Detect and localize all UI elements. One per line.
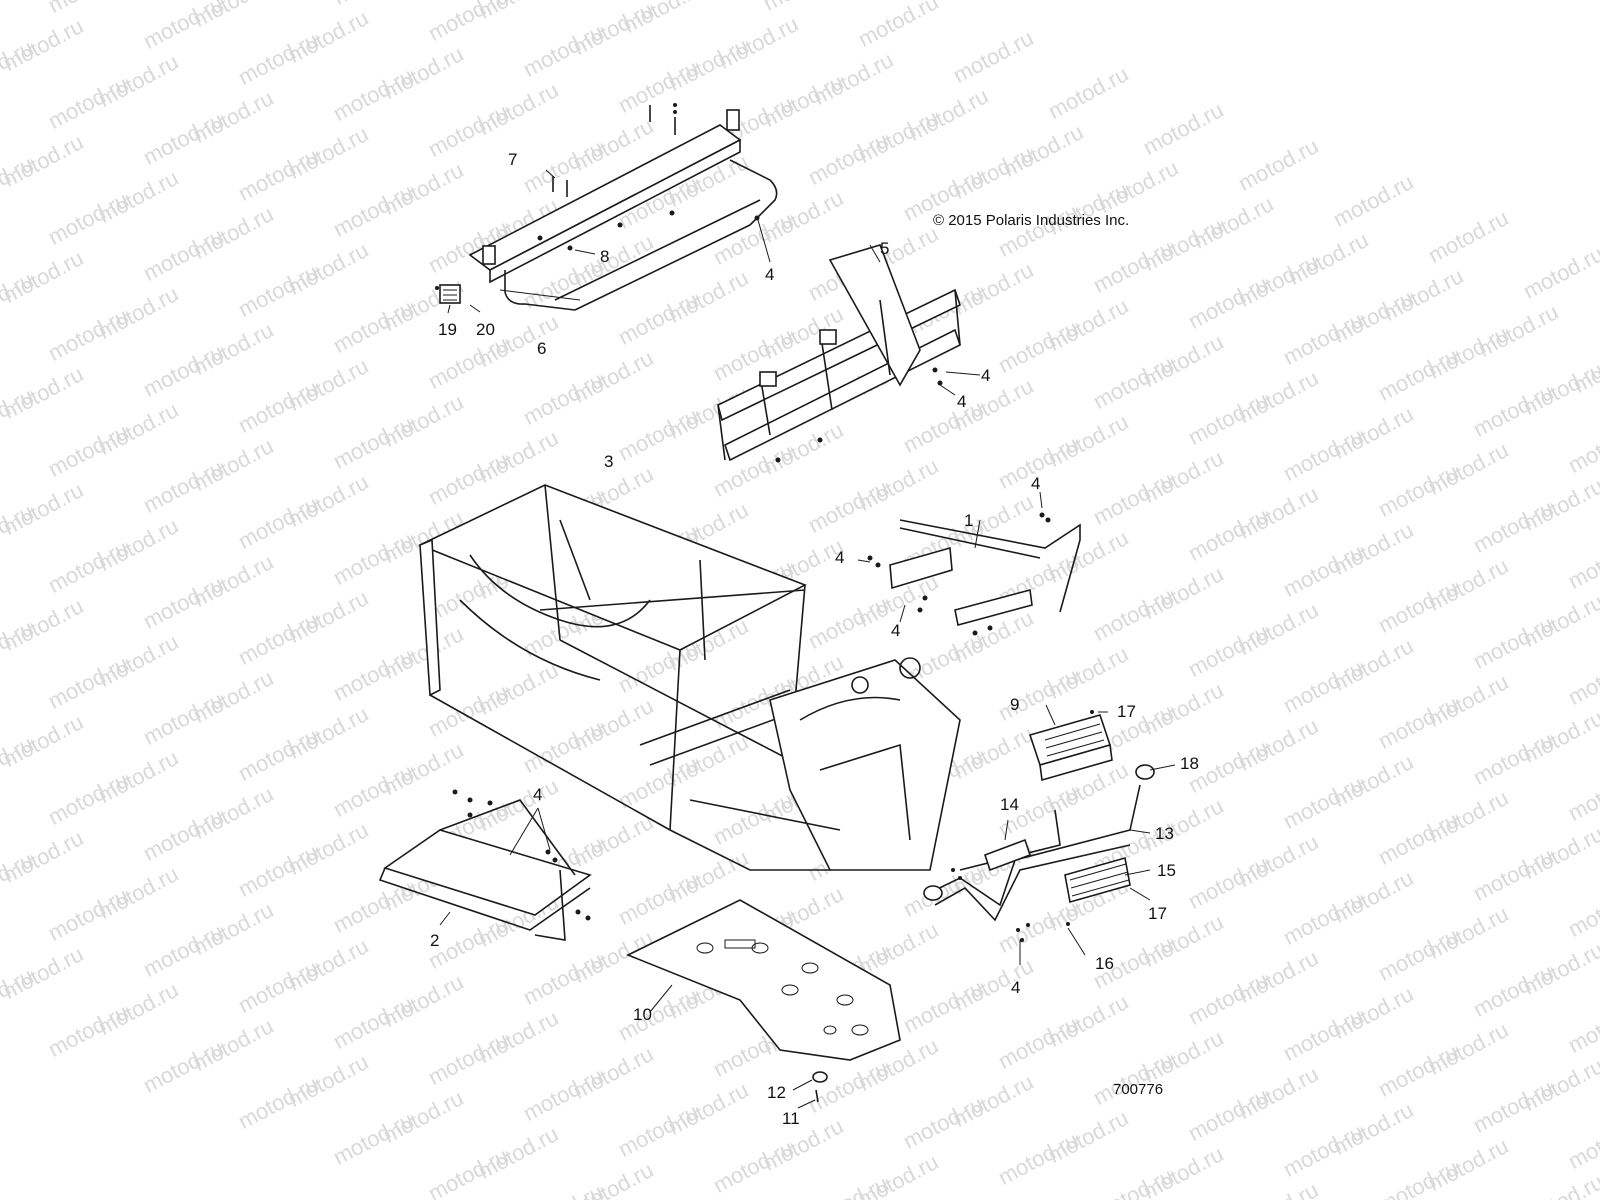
callout-15: 15 xyxy=(1157,861,1176,880)
callout-18: 18 xyxy=(1180,754,1199,773)
callout-3: 3 xyxy=(604,452,614,471)
callout-4b: 4 xyxy=(981,366,991,385)
part-1-bracket xyxy=(857,491,1081,636)
copyright-text: © 2015 Polaris Industries Inc. xyxy=(933,212,1130,229)
callout-2: 2 xyxy=(430,931,440,950)
callout-13: 13 xyxy=(1155,824,1174,843)
callout-4h: 4 xyxy=(1011,978,1021,997)
callout-11: 11 xyxy=(782,1109,800,1128)
callout-17a: 17 xyxy=(1117,702,1136,721)
part-14-bracket xyxy=(983,819,1032,872)
callout-16: 16 xyxy=(1095,954,1114,973)
drawing-id: 700776 xyxy=(1113,1081,1164,1098)
part-9-guard xyxy=(1028,704,1113,782)
callout-8: 8 xyxy=(600,247,610,266)
part-5-rear-frame xyxy=(717,244,981,463)
callout-5: 5 xyxy=(880,239,890,258)
callout-6: 6 xyxy=(537,339,547,358)
callout-1: 1 xyxy=(964,511,974,530)
callout-12: 12 xyxy=(767,1083,786,1102)
callout-14: 14 xyxy=(1000,795,1019,814)
callout-4g: 4 xyxy=(533,785,543,804)
callout-7: 7 xyxy=(508,150,518,169)
callout-20: 20 xyxy=(476,320,495,339)
part-6-rack-frame xyxy=(468,103,778,311)
callout-9: 9 xyxy=(1010,695,1020,714)
part-10-skid-plate xyxy=(626,899,901,1061)
callout-17b: 17 xyxy=(1148,904,1167,923)
callout-10: 10 xyxy=(633,1005,652,1024)
callout-4d: 4 xyxy=(1031,474,1041,493)
callout-4f: 4 xyxy=(891,621,901,640)
callout-4c: 4 xyxy=(957,392,967,411)
callout-4a: 4 xyxy=(765,265,775,284)
part-13-front-bumper xyxy=(923,764,1176,965)
part-11-12-fastener xyxy=(792,1071,828,1109)
part-3-main-frame xyxy=(418,484,961,871)
callout-19: 19 xyxy=(438,320,457,339)
callout-4e: 4 xyxy=(835,548,845,567)
part-2-tray xyxy=(378,789,592,941)
part-19-20-plate xyxy=(435,284,481,314)
